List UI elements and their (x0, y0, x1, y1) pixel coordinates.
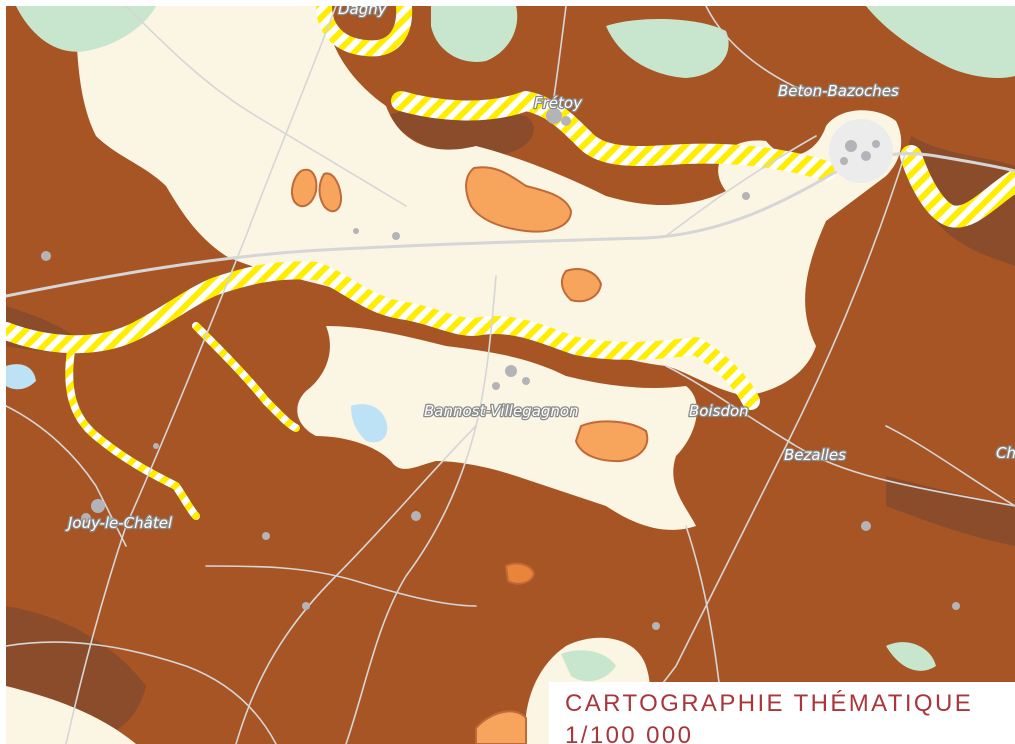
place-label[interactable]: Beton-Bazoches (777, 81, 901, 102)
place-label[interactable]: Ch (995, 443, 1015, 464)
title-panel: CARTOGRAPHIE THÉMATIQUE 1/100 000 (549, 682, 1015, 744)
hatched-band-central (6, 261, 760, 410)
road (550, 6, 567, 117)
settlements (41, 108, 960, 630)
place-label[interactable]: Dagny (337, 6, 389, 19)
hatched-branch-west (65, 347, 200, 520)
orange-patch (504, 562, 536, 585)
orange-patch (560, 268, 603, 303)
road (6, 641, 277, 744)
orange-patch (465, 166, 573, 233)
road-network (6, 6, 1015, 744)
road (665, 135, 817, 237)
hatched-branch-central (192, 322, 300, 432)
place-label[interactable]: Bannost-Villegagnon (423, 401, 580, 422)
road (885, 425, 1015, 507)
orange-patch (475, 710, 527, 744)
road (125, 6, 407, 207)
place-labels: Dagny Frétoy Beton-Bazoches Bannost-Vill… (64, 6, 1015, 534)
road (705, 6, 817, 97)
map-canvas[interactable]: Dagny Frétoy Beton-Bazoches Bannost-Vill… (6, 6, 1015, 744)
orange-patches (291, 166, 649, 744)
terrain-dark-layer (6, 106, 1015, 744)
orange-patch (574, 420, 649, 463)
main-road (6, 152, 1015, 298)
road (205, 565, 477, 607)
place-label[interactable]: Frétoy (533, 93, 585, 114)
road (65, 6, 337, 744)
road (665, 365, 1015, 507)
hatched-band-east (900, 145, 1015, 228)
road (235, 425, 477, 744)
water-layer (6, 364, 388, 443)
road (345, 275, 497, 744)
hatched-band-north-valley (391, 91, 836, 181)
place-label[interactable]: Jouy-le-Châtel (64, 513, 175, 534)
map-title: CARTOGRAPHIE THÉMATIQUE (565, 690, 974, 717)
map-viewport[interactable]: Dagny Frétoy Beton-Bazoches Bannost-Vill… (6, 6, 1015, 744)
orange-patch (291, 168, 318, 208)
forest-layer (16, 6, 1015, 682)
place-label[interactable]: Boisdon (688, 401, 750, 422)
place-label[interactable]: Bezalles (783, 445, 848, 466)
hatched-valley-bands (6, 6, 1015, 520)
terrain-plain-central (297, 326, 697, 530)
map-scale: 1/100 000 (565, 722, 694, 744)
road (6, 405, 127, 547)
terrain-plain-southwest (6, 686, 136, 744)
orange-patch (318, 172, 343, 213)
